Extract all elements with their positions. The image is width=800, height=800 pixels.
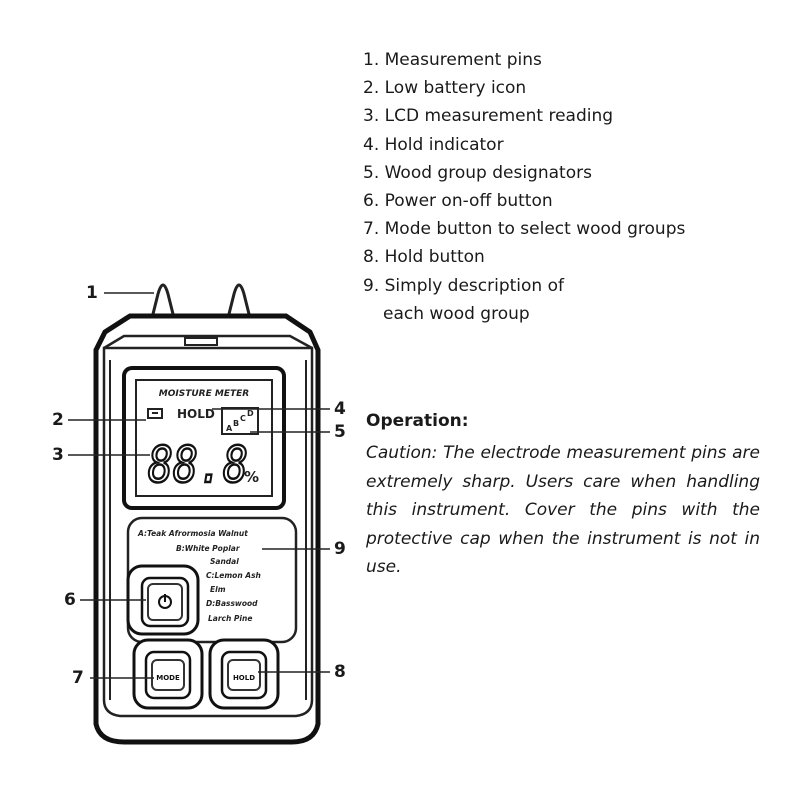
lcd-panel: MOISTURE METER HOLD A B C D 88.8 % bbox=[122, 366, 286, 510]
lcd-group-a: A bbox=[226, 424, 233, 433]
legend-item: 1. Measurement pins bbox=[363, 50, 542, 70]
legend-item: 6. Power on-off button bbox=[363, 191, 553, 212]
power-icon bbox=[158, 594, 172, 609]
legend-item-continued: each wood group bbox=[363, 300, 685, 328]
measurement-pins bbox=[150, 283, 252, 320]
operation-text: Caution: The electrode measurement pins … bbox=[366, 443, 760, 577]
callout-1: 1 bbox=[86, 283, 98, 303]
callout-9: 9 bbox=[334, 539, 346, 559]
lcd-group-b: B bbox=[233, 419, 239, 428]
legend-item: 8. Hold button bbox=[363, 247, 485, 268]
callout-3: 3 bbox=[52, 445, 64, 465]
legend-continuation: each wood group bbox=[383, 303, 530, 324]
legend-item: 5. Wood group designators bbox=[363, 162, 592, 183]
wood-group-b-cont: Sandal bbox=[210, 557, 239, 566]
lcd-hold-indicator: HOLD bbox=[177, 407, 215, 421]
legend-item: 2. Low battery icon bbox=[363, 78, 527, 99]
callout-leader-lines bbox=[68, 292, 330, 679]
low-battery-icon bbox=[147, 408, 163, 419]
lcd-unit: % bbox=[244, 468, 259, 486]
wood-group-b: B:White Poplar bbox=[176, 544, 241, 553]
lcd-header: MOISTURE METER bbox=[159, 389, 249, 399]
legend-item: 3. LCD measurement reading bbox=[363, 106, 614, 127]
hold-button[interactable]: HOLD bbox=[208, 638, 280, 710]
legend-item: 4. Hold indicator bbox=[363, 134, 504, 155]
hold-button-label: HOLD bbox=[233, 674, 255, 682]
wood-group-c: C:Lemon Ash bbox=[206, 571, 261, 580]
wood-group-c-cont: Elm bbox=[210, 585, 226, 594]
callout-4: 4 bbox=[334, 399, 346, 419]
callout-5: 5 bbox=[334, 422, 346, 442]
power-button[interactable] bbox=[126, 564, 200, 636]
mode-button[interactable]: MODE bbox=[132, 638, 204, 710]
mode-button-label: MODE bbox=[156, 674, 180, 682]
lcd-wood-group-designators: A B C D bbox=[226, 409, 254, 433]
lcd-measurement-reading: 88.8 bbox=[148, 436, 248, 494]
lcd-group-d: D bbox=[247, 409, 254, 418]
lcd-group-c: C bbox=[240, 414, 246, 423]
wood-group-d-cont: Larch Pine bbox=[208, 614, 252, 623]
wood-group-d: D:Basswood bbox=[206, 599, 258, 608]
operation-title: Operation: bbox=[366, 411, 469, 431]
legend-item: 9. Simply description of bbox=[363, 275, 564, 296]
wood-group-a: A:Teak Afrormosia Walnut bbox=[137, 529, 248, 538]
callout-2: 2 bbox=[52, 410, 64, 430]
callout-7: 7 bbox=[72, 668, 84, 688]
callout-8: 8 bbox=[334, 662, 346, 682]
legend-list: 1. Measurement pins 2. Low battery icon … bbox=[363, 46, 685, 328]
legend-item: 7. Mode button to select wood groups bbox=[363, 219, 686, 240]
callout-6: 6 bbox=[64, 590, 76, 610]
